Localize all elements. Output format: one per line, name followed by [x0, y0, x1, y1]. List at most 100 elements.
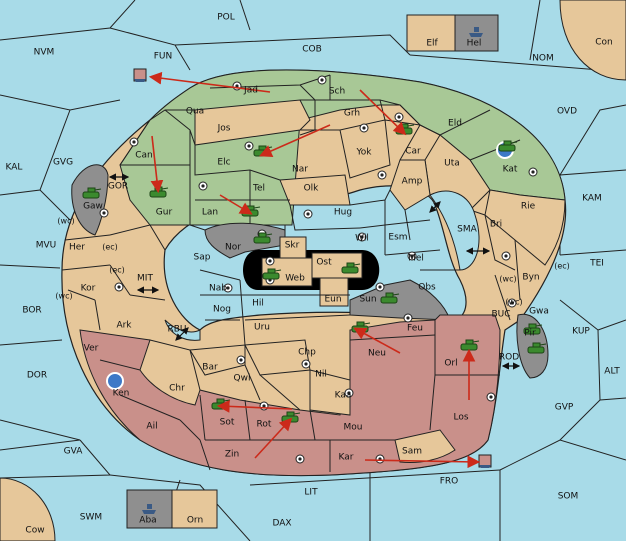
label-obs: Obs [418, 283, 436, 293]
label-pol: POL [217, 13, 235, 23]
label-ark: Ark [116, 321, 132, 331]
label-kar: Kar [339, 453, 354, 463]
label-fun: FUN [154, 52, 173, 62]
label-bor: BOR [22, 306, 41, 316]
supply-centres [99, 75, 538, 464]
label-qwi: Qwi [234, 374, 251, 384]
label-som: SOM [558, 492, 579, 502]
label-coast-ec-3: (ec) [554, 262, 570, 271]
label-byn: Byn [522, 273, 539, 283]
label-con: Con [595, 38, 613, 48]
label-mel: Mel [408, 254, 424, 264]
label-can: Can [135, 151, 153, 161]
label-los: Los [453, 413, 468, 423]
label-yok: Yok [355, 148, 372, 158]
label-rod: ROD [499, 353, 519, 363]
label-hel: Hel [467, 39, 482, 49]
label-ken: Ken [113, 389, 130, 399]
label-swm: SWM [80, 513, 102, 523]
label-her: Her [69, 243, 85, 253]
label-jos: Jos [217, 124, 231, 134]
label-sma: SMA [457, 225, 477, 235]
fleet-units [133, 27, 492, 514]
label-dax: DAX [272, 519, 291, 529]
label-elc: Elc [217, 158, 230, 168]
region-chp[interactable] [244, 339, 311, 376]
label-hil: Hil [252, 299, 264, 309]
label-esm: Esm [388, 233, 407, 243]
label-sot: Sot [220, 418, 235, 428]
label-grh: Grh [344, 109, 360, 119]
label-sun: Sun [359, 295, 376, 305]
label-ost: Ost [316, 258, 332, 268]
label-gaw: Gaw [83, 202, 103, 212]
label-gva: GVA [64, 447, 84, 457]
label-elf: Elf [426, 39, 438, 49]
label-buc: BUC [491, 310, 510, 320]
label-lit: LIT [304, 488, 318, 498]
label-kat: Kat [503, 165, 518, 175]
label-amp: Amp [402, 177, 423, 187]
region-kaa[interactable] [309, 369, 351, 416]
region-amp[interactable] [389, 159, 431, 211]
label-dor: DOR [27, 371, 47, 381]
label-pir: Pir [524, 329, 536, 339]
label-coast-wc-1: (wc) [57, 217, 74, 226]
label-web: Web [285, 274, 305, 284]
label-gvp: GVP [555, 403, 574, 413]
label-nar: Nar [292, 165, 308, 175]
label-fro: FRO [440, 477, 459, 487]
region-rie[interactable] [484, 189, 566, 266]
label-ail: Ail [146, 422, 157, 432]
label-zin: Zin [225, 450, 239, 460]
label-tel: Tel [252, 184, 265, 194]
label-mou: Mou [344, 423, 363, 433]
label-gur: Gur [156, 208, 173, 218]
label-coast-ec-2: (ec) [109, 266, 125, 275]
label-sam: Sam [402, 447, 422, 457]
label-coast-ec-1: (ec) [102, 243, 118, 252]
label-rot: Rot [257, 420, 272, 430]
label-nog: Nog [213, 305, 231, 315]
region-yok[interactable] [339, 119, 391, 179]
label-rie: Rie [521, 202, 536, 212]
army-units [82, 123, 547, 423]
label-skr: Skr [285, 241, 300, 251]
region-sun[interactable] [349, 279, 451, 321]
strait-connectors [108, 173, 521, 370]
label-orn: Orn [187, 516, 203, 526]
label-uru: Uru [254, 323, 270, 333]
label-chp: Chp [298, 348, 316, 358]
label-gwa: Gwa [529, 307, 549, 317]
region-labels: POL FUN COB NVM NOM Con Elf Hel OVD KAL … [6, 13, 621, 536]
label-rbu: RBU [167, 325, 186, 335]
region-jos[interactable] [194, 99, 311, 146]
region-chr[interactable] [139, 339, 201, 406]
label-eun: Eun [324, 295, 341, 305]
region-eun[interactable] [319, 277, 349, 307]
label-coast-wc-3: (wc) [499, 275, 516, 284]
label-jad: Jad [243, 86, 258, 96]
region-sam[interactable] [394, 429, 456, 463]
label-kal: KAL [6, 163, 23, 173]
label-chr: Chr [169, 384, 185, 394]
label-coast-wc-2: (wc) [55, 292, 72, 301]
label-alt: ALT [604, 367, 620, 377]
label-bri: Bri [490, 220, 502, 230]
move-orders [148, 71, 481, 469]
label-ovd: OVD [557, 107, 577, 117]
label-hug: Hug [334, 208, 352, 218]
label-lan: Lan [202, 208, 218, 218]
label-ver: Ver [84, 344, 99, 354]
label-sch: Sch [329, 87, 345, 97]
region-orn[interactable] [171, 489, 218, 529]
label-aba: Aba [139, 516, 156, 526]
label-wil: Wil [355, 234, 369, 244]
label-gvg: GVG [53, 158, 73, 168]
red-zone [79, 314, 501, 477]
region-elf[interactable] [406, 14, 456, 52]
label-kaa: Kaa [335, 391, 352, 401]
label-feu: Feu [407, 324, 423, 334]
